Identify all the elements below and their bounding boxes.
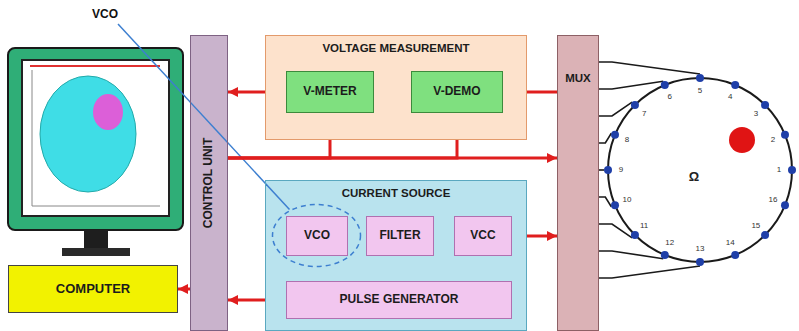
domain-circle [608, 78, 792, 262]
process-box: PULSE GENERATOR [286, 281, 512, 319]
leader-line [118, 24, 290, 210]
electrode [696, 258, 704, 266]
electrode-number: 12 [665, 239, 674, 247]
electrode [731, 81, 739, 89]
electrode [761, 101, 769, 109]
panel-title: CURRENT SOURCE [266, 187, 526, 200]
control-unit-bar: CONTROL UNIT [190, 35, 228, 331]
monitor-stand [84, 230, 108, 250]
electrode [604, 166, 612, 174]
electrode-wire [595, 251, 663, 259]
callout-decoration [266, 181, 526, 330]
monitor-bezel [8, 48, 183, 230]
electrode-number: 10 [623, 196, 632, 204]
electrode-number: 14 [726, 239, 735, 247]
panel-title: VOLTAGE MEASUREMENT [266, 42, 526, 55]
electrode-wire [595, 266, 700, 278]
signal-arrow [228, 299, 286, 302]
computer-box: COMPUTER [8, 265, 178, 313]
signal-arrow [434, 235, 454, 238]
plot-line [30, 65, 160, 67]
box-label: COMPUTER [56, 282, 130, 296]
process-box: VCC [454, 216, 512, 256]
electrode [661, 81, 669, 89]
callout-ring [273, 205, 361, 267]
plot-axis [32, 206, 160, 207]
box-label: FILTER [379, 229, 420, 242]
electrode-number: 4 [728, 93, 732, 101]
electrode-number: 2 [771, 136, 775, 144]
box-label: VCO [304, 229, 330, 242]
domain-symbol: Ω [689, 170, 699, 183]
signal-arrow [228, 157, 557, 160]
electrode [631, 101, 639, 109]
signal-arrow [348, 235, 366, 238]
electrode [631, 231, 639, 239]
box-label: VCC [470, 229, 495, 242]
monitor-screen [22, 60, 169, 216]
signal-arrow [228, 113, 330, 158]
box-label: V-DEMO [433, 85, 480, 98]
electrode-number: 15 [751, 222, 760, 230]
electrode [731, 251, 739, 259]
electrode-number: 3 [754, 110, 758, 118]
electrodes [604, 74, 796, 266]
electrode-wire [595, 81, 663, 89]
process-box: VCO [286, 216, 348, 256]
box-label: V-METER [303, 85, 356, 98]
electrode-number: 11 [640, 222, 648, 230]
callout-decoration [191, 36, 227, 330]
box-label: PULSE GENERATOR [340, 293, 459, 306]
electrode-number: 8 [625, 136, 629, 144]
anomaly-image [93, 94, 123, 130]
electrode [781, 131, 789, 139]
electrode-wire [595, 62, 700, 74]
electrode [611, 131, 619, 139]
electrode-number: 16 [769, 196, 778, 204]
plot-axis [32, 70, 33, 206]
current-source-panel: CURRENT SOURCE VCO FILTER VCC PULSE GENERATO… [265, 180, 527, 331]
box-label: MUX [558, 72, 598, 85]
electrode [696, 74, 704, 82]
electrode [761, 231, 769, 239]
leader-line [266, 181, 290, 210]
electrode-wire [595, 169, 604, 171]
electrode-number: 5 [698, 87, 702, 95]
signal-arrow [374, 91, 411, 94]
signal-arrow [399, 256, 402, 281]
signal-arrow [512, 235, 557, 238]
signal-arrow [178, 288, 190, 291]
electrode-number: 1 [777, 166, 781, 174]
monitor-base [62, 248, 130, 256]
electrode [611, 201, 619, 209]
signal-arrow [228, 113, 457, 158]
process-box: V-DEMO [411, 71, 503, 113]
electrode-number: 9 [619, 166, 623, 174]
electrode [661, 251, 669, 259]
callout-label: VCO [92, 8, 118, 20]
electrode [788, 166, 796, 174]
leader-line [191, 36, 227, 210]
electrode-wire [595, 133, 611, 143]
electrode-wire [595, 197, 611, 207]
inclusion-dot [729, 127, 755, 153]
electrode-number: 7 [642, 110, 646, 118]
signal-arrow [228, 91, 286, 94]
signal-arrow [503, 91, 557, 94]
process-box: FILTER [366, 216, 434, 256]
electrode-number: 6 [668, 93, 672, 101]
electrode-number: 13 [696, 245, 705, 253]
electrode [781, 201, 789, 209]
process-box: V-METER [286, 71, 374, 113]
mux-bar: MUX [557, 35, 599, 331]
box-label: CONTROL UNIT [202, 138, 215, 228]
tissue-image [40, 76, 136, 192]
measurement-panel: VOLTAGE MEASUREMENT V-METER V-DEMO [265, 35, 527, 140]
